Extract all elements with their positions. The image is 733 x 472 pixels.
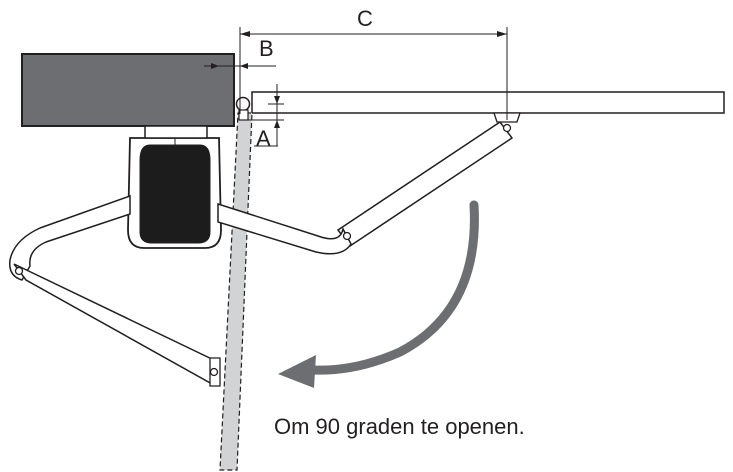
dimension-b-arrow-left (211, 63, 219, 69)
dimension-c-label: C (357, 6, 373, 31)
arm-right-forearm (336, 120, 514, 248)
opening-arrow-curve (307, 200, 479, 375)
motor-body (139, 144, 211, 244)
arm-right-joint (342, 231, 352, 241)
gate-leaf-open (219, 112, 253, 471)
dimension-c-arrow-right (497, 31, 507, 37)
hinge-pin (235, 96, 251, 112)
dimension-b-label: B (259, 36, 274, 61)
hinge-bracket (238, 109, 249, 121)
arm-left-joint (14, 266, 24, 276)
opening-caption: Om 90 graden te openen. (274, 414, 525, 439)
dimension-c-arrow-left (240, 31, 250, 37)
gate-leaf-closed (251, 91, 725, 114)
arm-left-bracket-pin (209, 367, 219, 377)
dimension-a-label: A (256, 126, 271, 151)
arm-left-upper (9, 194, 131, 281)
arm-left-forearm (13, 263, 219, 386)
dimension-a-arrow-bottom (274, 120, 280, 128)
dimension-b-arrow-right (240, 63, 248, 69)
opening-arrow-head (278, 355, 316, 388)
motor-mount (144, 125, 208, 139)
pillar-wall (21, 53, 235, 127)
arm-right-upper (217, 202, 352, 255)
dimension-a-arrow-top (274, 96, 280, 104)
arm-right-bracket-pin (502, 123, 512, 133)
